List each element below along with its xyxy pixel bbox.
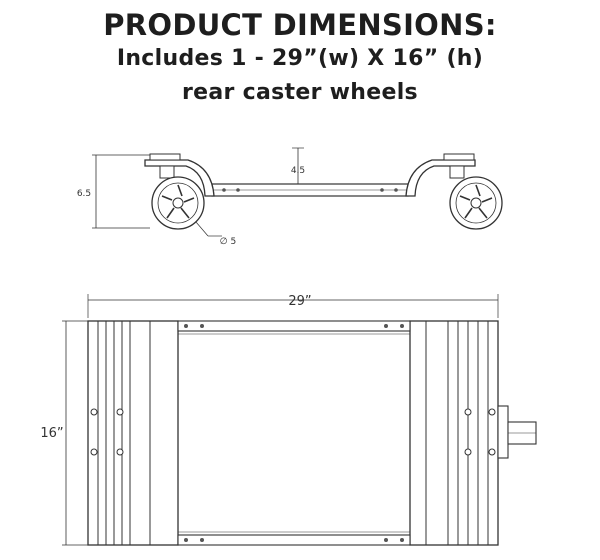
platform-height-label: 4.5 bbox=[291, 166, 305, 176]
title: PRODUCT DIMENSIONS: bbox=[103, 8, 497, 42]
dimension-summary: Includes 1 - 29”(w) X 16” (h) bbox=[116, 46, 484, 71]
left-end-plate bbox=[87, 320, 179, 546]
bottom-rail bbox=[177, 534, 411, 546]
right-caster-wheel bbox=[443, 153, 503, 230]
left-fender bbox=[144, 159, 215, 197]
right-fender bbox=[405, 159, 476, 197]
top-width-label: 29” bbox=[288, 294, 311, 309]
top-rail bbox=[177, 320, 411, 332]
side-view: 6.5 4.5 ∅ 5 bbox=[77, 147, 503, 247]
caster-note: rear caster wheels bbox=[182, 80, 418, 105]
wheel-diameter-label: ∅ 5 bbox=[220, 237, 236, 247]
top-view: 29” 16” bbox=[40, 294, 537, 546]
caster-mount bbox=[497, 405, 537, 459]
right-end-plate bbox=[409, 320, 499, 546]
top-height-label: 16” bbox=[40, 426, 63, 441]
side-height-label: 6.5 bbox=[77, 189, 91, 199]
left-caster-wheel bbox=[149, 153, 205, 230]
